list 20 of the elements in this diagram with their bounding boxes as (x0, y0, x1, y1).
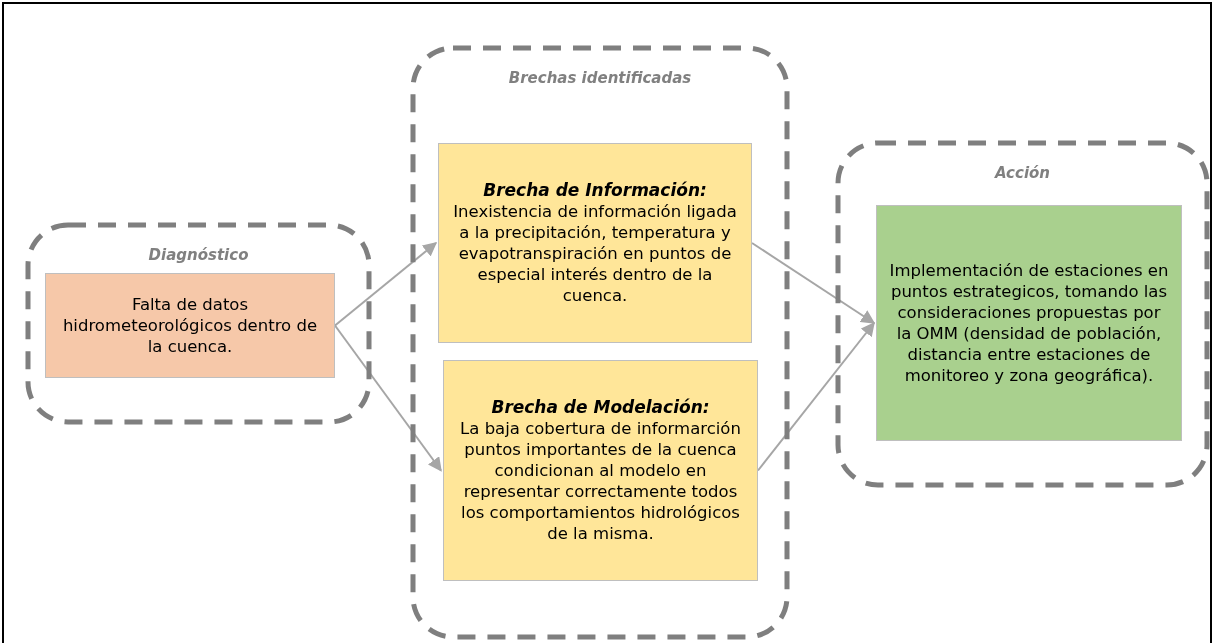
arrow (334, 324, 442, 472)
arrow (334, 242, 438, 327)
box-text: Falta de datos hidrometeorológicos dentro de la cuenca. (61, 294, 319, 357)
text-box (876, 205, 1182, 441)
arrow (757, 321, 875, 472)
dashed-group (835, 140, 1210, 488)
box-heading: Brecha de Modelación: (491, 397, 710, 418)
group-heading: Acción (993, 163, 1052, 184)
box-text: Implementación de estaciones en puntos estrategicos, tomando las consideraciones propuestas por la OMM (densidad de población, distancia entre estaciones de monitoreo y zona geográfica). (889, 260, 1169, 386)
arrow (751, 242, 876, 324)
text-box (443, 360, 758, 581)
box-heading: Brecha de Información: (483, 180, 707, 201)
text-box (438, 143, 752, 343)
box-text: La baja cobertura de informarción puntos importantes de la cuenca condicionan al modelo en representar correctamente todos los comportamientos hidrológicos de la misma. (459, 418, 742, 544)
box-text: Inexistencia de información ligada a la precipitación, temperatura y evapotranspiración en puntos de especial interés dentro de la cuenca. (452, 201, 738, 306)
dashed-group (25, 222, 372, 425)
dashed-group (410, 45, 790, 640)
group-heading: Brechas identificadas (507, 68, 693, 89)
text-box (45, 273, 335, 378)
group-heading: Diagnóstico (147, 245, 250, 266)
